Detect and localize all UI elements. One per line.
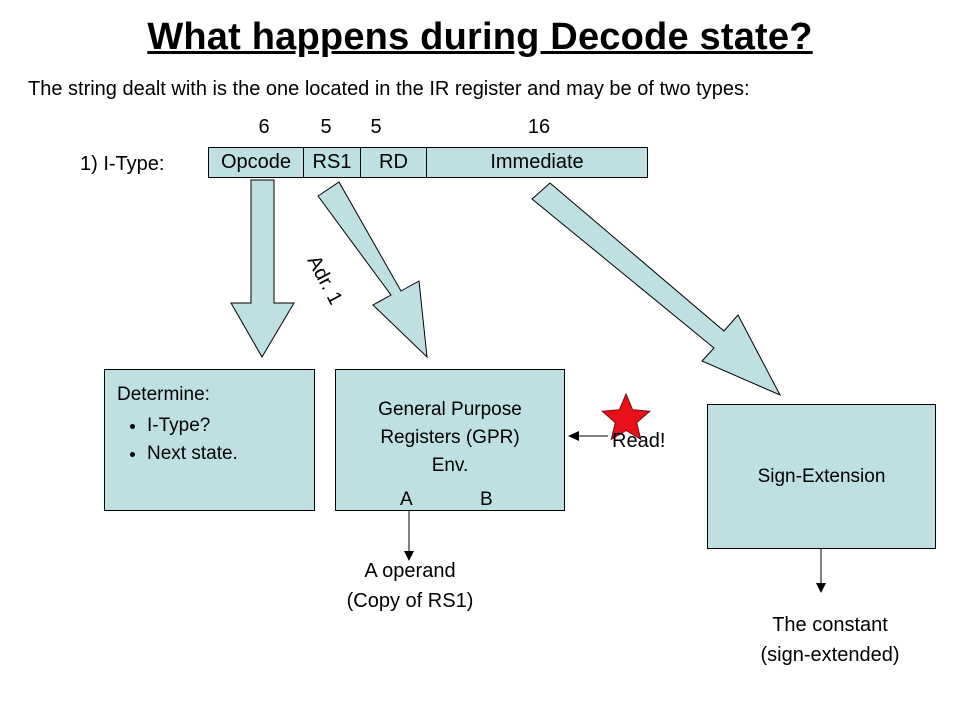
constant-label: The constant (sign-extended) xyxy=(720,610,940,670)
gpr-ports: A B xyxy=(336,486,564,512)
gpr-port-a: A xyxy=(400,489,413,510)
determine-item-next-state: Next state. xyxy=(147,440,314,468)
bit-width-rd: 5 xyxy=(370,116,382,138)
sign-extension-label: Sign-Extension xyxy=(757,465,886,487)
gpr-port-b: B xyxy=(480,489,493,510)
field-immediate: Immediate xyxy=(490,151,584,173)
read-arrow-head xyxy=(568,431,579,441)
rs1-arrow xyxy=(317,181,428,359)
star-icon xyxy=(600,392,652,441)
constant-arrow-head xyxy=(816,583,826,593)
determine-item-itype: I-Type? xyxy=(147,412,314,440)
a-operand-arrow-head xyxy=(404,551,414,561)
bit-width-rs1: 5 xyxy=(320,116,332,138)
field-opcode: Opcode xyxy=(209,148,304,177)
determine-heading: Determine: xyxy=(117,384,210,405)
constant-line-2: (sign-extended) xyxy=(760,644,900,666)
a-operand-line-1: A operand xyxy=(364,560,456,582)
bit-width-immediate: 16 xyxy=(527,116,551,138)
determine-box: Determine: I-Type? Next state. xyxy=(104,369,315,511)
instruction-type-label: 1) I-Type: xyxy=(80,153,165,175)
page-title: What happens during Decode state? xyxy=(147,16,813,58)
instruction-format-bar: Opcode RS1 RD Immediate xyxy=(208,147,648,178)
determine-list: I-Type? Next state. xyxy=(117,412,314,468)
gpr-line-1: General Purpose xyxy=(378,399,522,420)
a-operand-line-2: (Copy of RS1) xyxy=(346,590,474,612)
sign-extension-box: Sign-Extension xyxy=(707,404,936,549)
opcode-arrow xyxy=(230,179,295,358)
page-subtitle: The string dealt with is the one located… xyxy=(28,78,750,100)
immediate-arrow xyxy=(531,182,782,397)
gpr-line-2: Registers (GPR) xyxy=(380,427,520,448)
read-label: Read! xyxy=(612,430,666,452)
gpr-box: General Purpose Registers (GPR) Env. A B xyxy=(335,369,565,511)
gpr-line-3: Env. xyxy=(431,455,469,476)
bit-width-opcode: 6 xyxy=(258,116,270,138)
field-rd: RD xyxy=(361,148,427,177)
constant-line-1: The constant xyxy=(772,614,888,636)
field-rs1: RS1 xyxy=(304,148,361,177)
a-operand-label: A operand (Copy of RS1) xyxy=(340,556,480,616)
